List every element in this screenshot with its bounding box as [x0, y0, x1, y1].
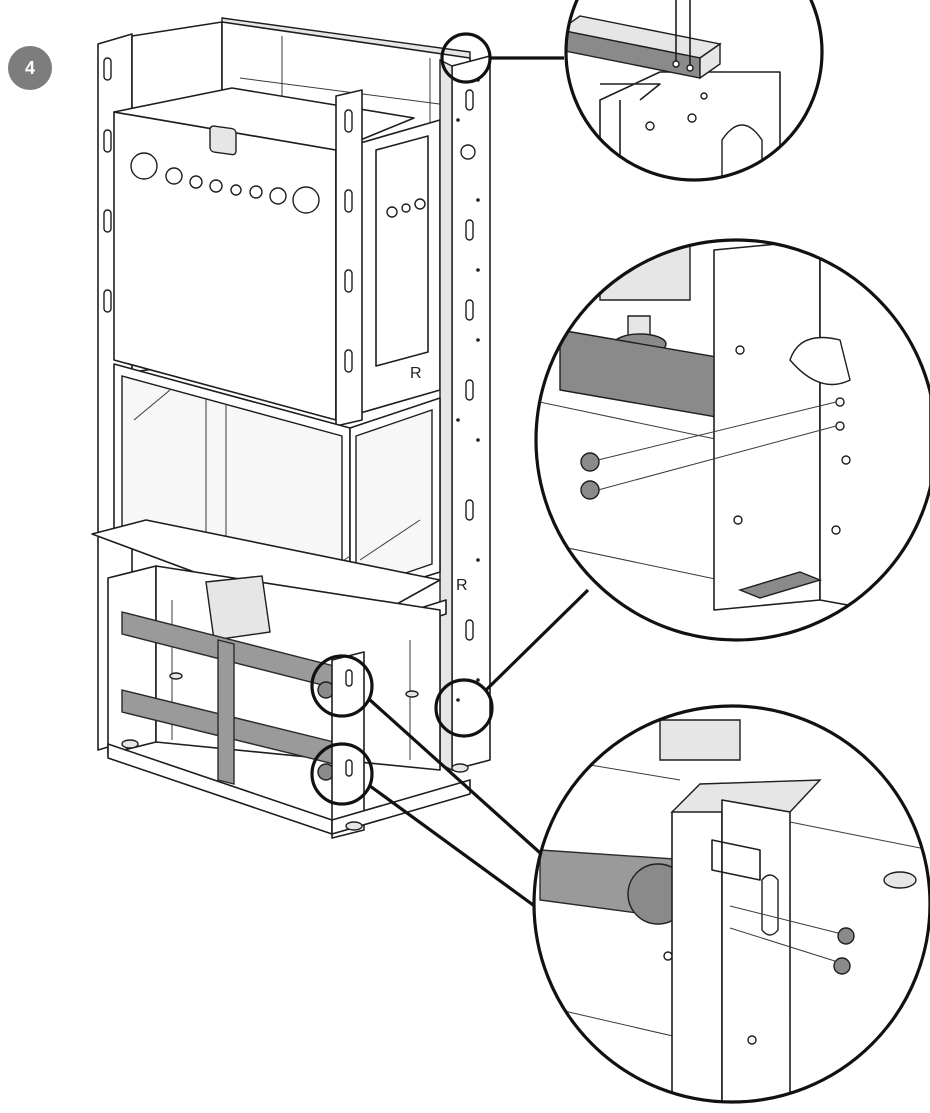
front-holes — [130, 152, 320, 214]
side-bracket-screw-detail — [534, 238, 930, 642]
leader-lines — [368, 56, 590, 912]
top-rail-detail — [564, 0, 824, 182]
step-number-badge: 4 — [8, 46, 52, 90]
fireplace-frame-assembly: R — [91, 17, 491, 839]
screw-4 — [833, 957, 851, 975]
screw-3 — [837, 927, 855, 945]
right-upright — [451, 55, 491, 771]
screw-1 — [580, 452, 600, 472]
screw-2 — [580, 480, 600, 500]
r-mark-lower: R — [456, 577, 468, 594]
r-mark-upper: R — [410, 365, 422, 382]
vertical-strap — [217, 639, 235, 785]
lower-bar-screw-detail — [532, 704, 930, 1104]
